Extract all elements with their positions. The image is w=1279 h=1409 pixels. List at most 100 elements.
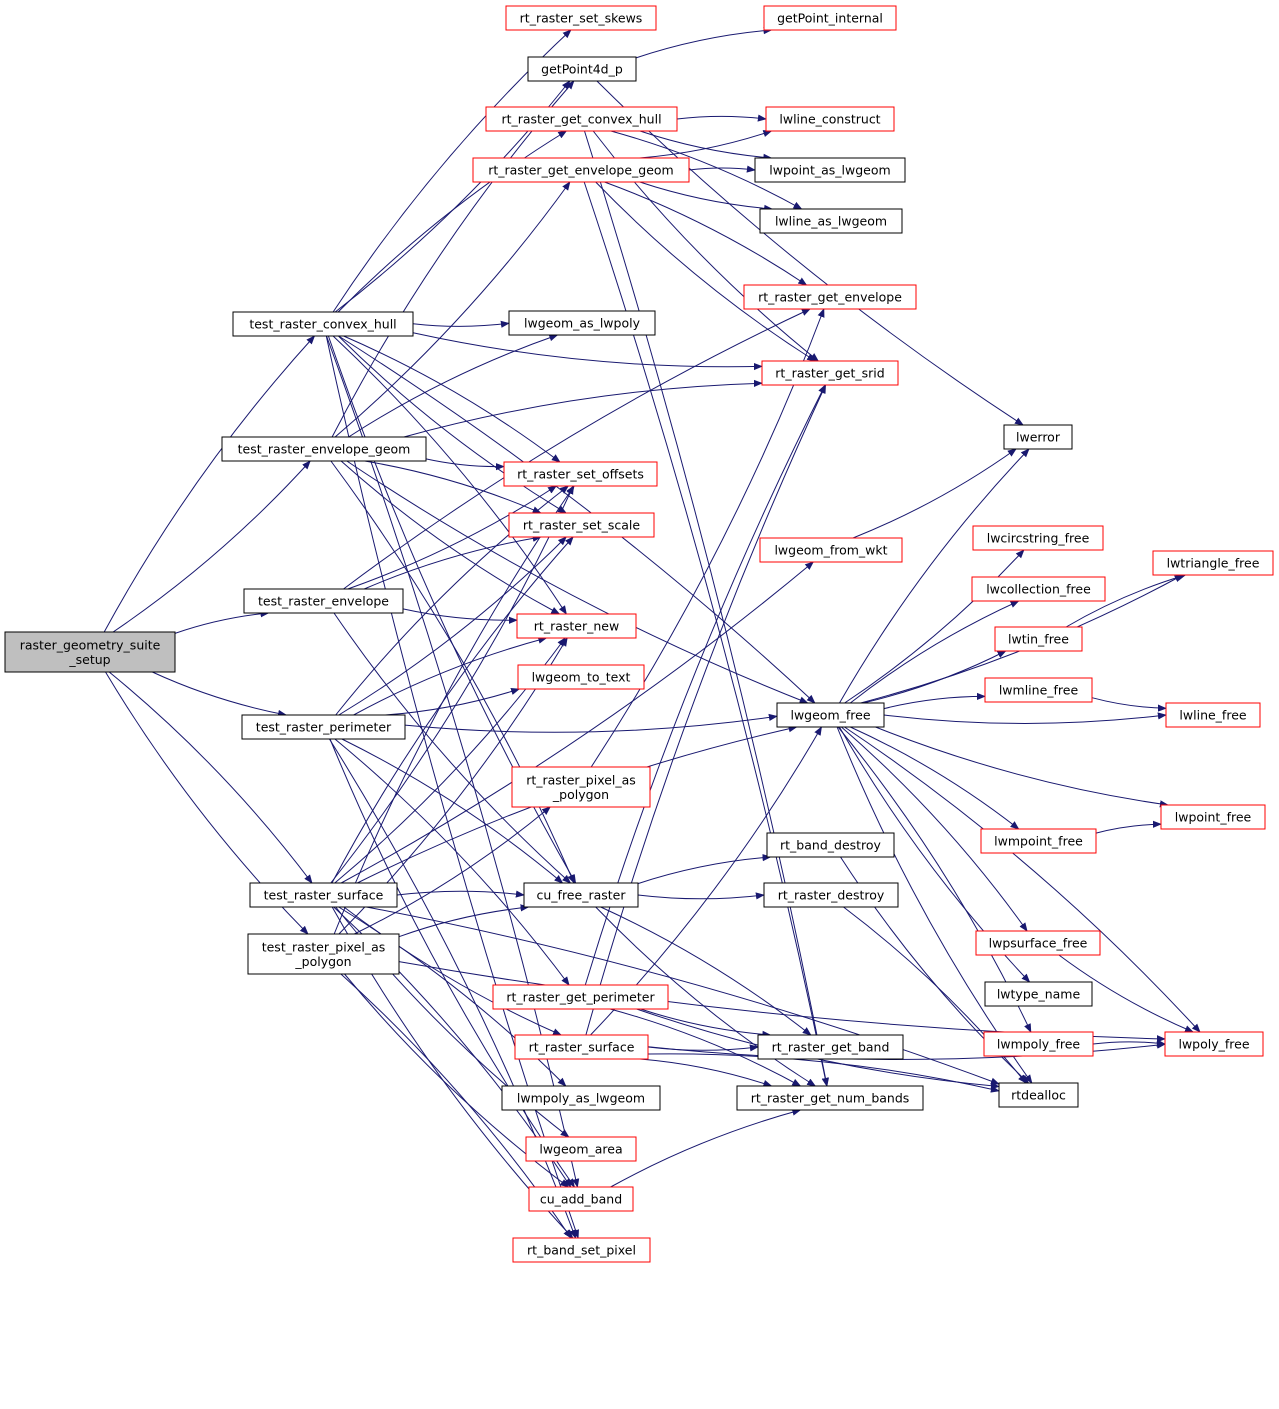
edge-t_envgeom-to-scale <box>364 460 542 514</box>
node-box <box>4 631 176 673</box>
node-psurffree[interactable]: lwpsurface_free <box>975 930 1101 956</box>
node-box <box>754 157 906 183</box>
node-box <box>998 1082 1079 1108</box>
node-perim[interactable]: rt_raster_get_perimeter <box>492 984 669 1010</box>
node-circfree[interactable]: lwcircstring_free <box>972 525 1104 551</box>
node-pointfree[interactable]: lwpoint_free <box>1160 804 1266 830</box>
node-label: rt_raster_get_convex_hull <box>501 112 661 127</box>
node-box <box>232 311 414 337</box>
node-getenv[interactable]: rt_raster_get_envelope <box>743 284 917 310</box>
node-gp4d: getPoint4d_p <box>527 56 637 82</box>
edge-t_hull-to-aspoly <box>412 320 510 328</box>
node-gpint[interactable]: getPoint_internal <box>763 5 897 31</box>
node-mpolyaslw: lwmpoly_as_lwgeom <box>501 1085 661 1111</box>
node-label: lwcollection_free <box>986 582 1091 597</box>
node-setpix[interactable]: rt_band_set_pixel <box>512 1237 651 1263</box>
node-label: test_raster_pixel_as <box>262 939 386 954</box>
node-t_hull: test_raster_convex_hull <box>232 311 414 337</box>
node-polyfree[interactable]: lwpoly_free <box>1164 1031 1264 1057</box>
node-label: cu_free_raster <box>537 888 627 903</box>
edge-t_envgeom-to-offsets <box>425 458 505 471</box>
edge-root-to-t_hull <box>103 335 316 633</box>
node-box <box>472 157 690 183</box>
node-mpointfree[interactable]: lwmpoint_free <box>980 828 1097 854</box>
node-trifree[interactable]: lwtriangle_free <box>1152 550 1274 576</box>
edge-t_pix-to-cufree <box>398 904 530 938</box>
node-box <box>503 461 658 487</box>
node-hull[interactable]: rt_raster_get_convex_hull <box>485 106 678 132</box>
edge-t_perim-to-cufree <box>341 738 564 884</box>
node-rnew[interactable]: rt_raster_new <box>516 613 637 639</box>
node-pixpoly[interactable]: rt_raster_pixel_as_polygon <box>511 766 651 808</box>
node-addband[interactable]: cu_add_band <box>528 1186 634 1212</box>
node-t_surf: test_raster_surface <box>249 882 398 908</box>
node-box <box>984 981 1093 1007</box>
node-bdestroy: rt_band_destroy <box>766 832 895 858</box>
node-label: rt_raster_destroy <box>778 888 885 903</box>
edge-t_env-to-offsets <box>347 485 557 590</box>
edge-mlinefree-to-linefree <box>1091 697 1167 712</box>
node-label: lwgeom_free <box>790 708 870 723</box>
node-fromwkt[interactable]: lwgeom_from_wkt <box>759 537 903 563</box>
node-label: rtdealloc <box>1011 1088 1066 1103</box>
node-label: cu_add_band <box>540 1192 622 1207</box>
node-totext[interactable]: lwgeom_to_text <box>517 664 645 690</box>
node-label: rt_raster_get_srid <box>775 366 884 381</box>
node-t_perim: test_raster_perimeter <box>241 714 406 740</box>
node-label: lwtin_free <box>1008 632 1069 647</box>
node-box <box>516 613 637 639</box>
node-box <box>975 930 1101 956</box>
node-label: lwpoint_as_lwgeom <box>769 163 890 178</box>
node-box <box>757 1034 904 1060</box>
edge-hull-to-lnaslw <box>610 130 803 210</box>
edge-t_perim-to-perim <box>334 738 570 986</box>
edge-t_hull-to-gfree <box>338 335 816 704</box>
node-lwerror: lwerror <box>1003 424 1073 450</box>
node-box <box>501 1085 661 1111</box>
node-offsets[interactable]: rt_raster_set_offsets <box>503 461 658 487</box>
edge-hull-to-numbands <box>584 130 829 1087</box>
node-box <box>525 1136 637 1162</box>
edge-t_envgeom-to-gfree <box>346 460 809 704</box>
edge-t_env-to-rnew <box>402 608 518 624</box>
node-label: lwmpoly_free <box>997 1037 1081 1052</box>
node-box <box>1152 550 1274 576</box>
node-collfree[interactable]: lwcollection_free <box>971 576 1106 602</box>
node-label: lwcircstring_free <box>987 531 1090 546</box>
node-box <box>241 714 406 740</box>
node-surf[interactable]: rt_raster_surface <box>514 1034 649 1060</box>
node-label: lwgeom_to_text <box>532 670 631 685</box>
node-area[interactable]: lwgeom_area <box>525 1136 637 1162</box>
node-label: getPoint_internal <box>777 11 883 26</box>
node-box <box>1160 804 1266 830</box>
edge-t_perim-to-rnew <box>353 636 548 716</box>
node-skews[interactable]: rt_raster_set_skews <box>505 5 657 31</box>
node-mlinefree[interactable]: lwmline_free <box>984 677 1093 703</box>
node-envgeom[interactable]: rt_raster_get_envelope_geom <box>472 157 690 183</box>
node-label: test_raster_surface <box>264 888 384 903</box>
edge-t_env-to-cufree <box>333 612 572 884</box>
node-linefree[interactable]: lwline_free <box>1165 702 1261 728</box>
node-tinfree[interactable]: lwtin_free <box>994 626 1083 652</box>
edge-gp4d-to-gpint <box>635 27 773 59</box>
node-mpolyfree[interactable]: lwmpoly_free <box>983 1031 1094 1057</box>
node-label: lwpoint_free <box>1175 810 1252 825</box>
node-label: lwtype_name <box>997 987 1081 1002</box>
edge-hull-to-linecon <box>676 114 767 122</box>
edge-surf-to-rtdealloc <box>647 1053 1000 1093</box>
edge-perim-to-numbands <box>609 1008 802 1087</box>
node-scale[interactable]: rt_raster_set_scale <box>508 512 655 538</box>
node-box <box>505 5 657 31</box>
node-box <box>763 5 897 31</box>
node-label: rt_raster_get_envelope_geom <box>488 163 674 178</box>
node-linecon[interactable]: lwline_construct <box>765 106 895 132</box>
node-box <box>980 828 1097 854</box>
edge-t_env-to-scale <box>364 534 542 590</box>
node-rdestroy: rt_raster_destroy <box>763 882 899 908</box>
node-gfree: lwgeom_free <box>776 702 885 728</box>
edge-root-to-t_env <box>174 610 270 634</box>
edge-surf-to-srid <box>585 384 827 1036</box>
node-srid[interactable]: rt_raster_get_srid <box>761 360 899 386</box>
node-box <box>759 208 903 234</box>
node-label: rt_raster_set_offsets <box>517 467 644 482</box>
